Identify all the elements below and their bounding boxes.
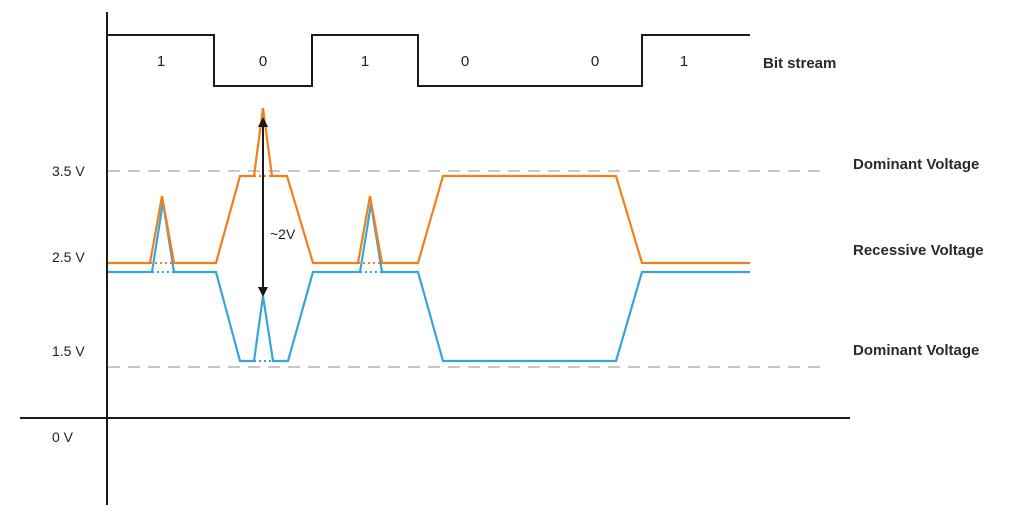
dominant-voltage-low-label: Dominant Voltage <box>853 342 979 359</box>
can-high-signal <box>108 107 750 265</box>
differential-voltage-label: ~2V <box>270 226 296 242</box>
bit-stream-signal <box>108 34 750 87</box>
bit-label: 1 <box>361 53 369 70</box>
tick-label-0v: 0 V <box>52 429 74 445</box>
bit-label: 0 <box>259 53 267 70</box>
bit-label: 0 <box>591 53 599 70</box>
dominant-voltage-high-label: Dominant Voltage <box>853 156 979 173</box>
recessive-voltage-label: Recessive Voltage <box>853 242 984 259</box>
bit-label: 1 <box>157 53 165 70</box>
bit-label: 0 <box>461 53 469 70</box>
bit-stream-label: Bit stream <box>763 55 836 72</box>
tick-label-3-5v: 3.5 V <box>52 163 85 179</box>
tick-label-2-5v: 2.5 V <box>52 249 85 265</box>
tick-label-1-5v: 1.5 V <box>52 343 85 359</box>
bit-label: 1 <box>680 53 688 70</box>
